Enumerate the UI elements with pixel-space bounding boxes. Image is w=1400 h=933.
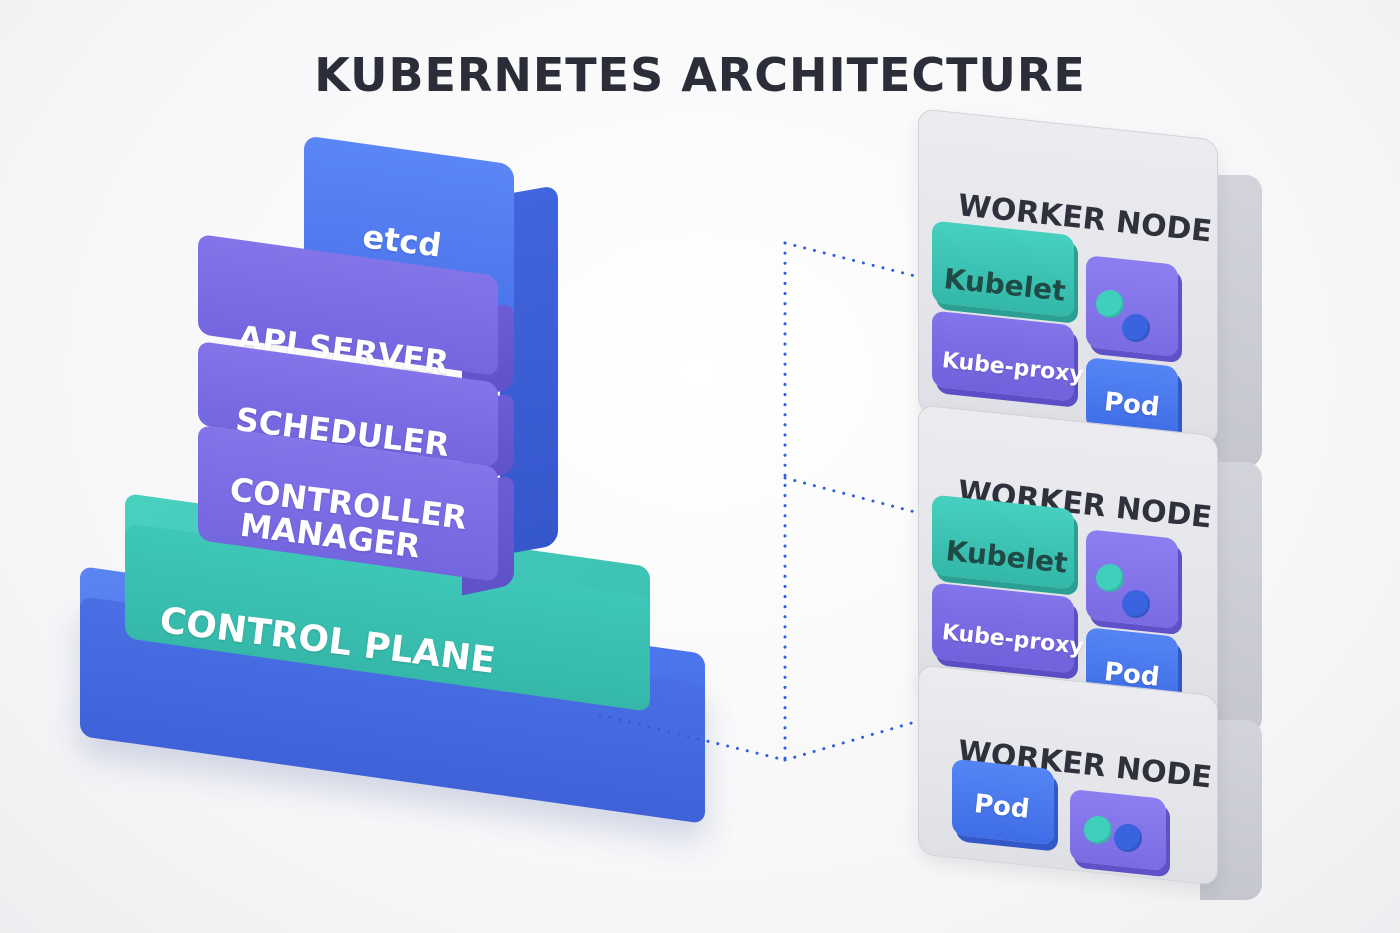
connector-control-plane (598, 713, 787, 762)
connector-node-1 (783, 241, 917, 278)
container-icon (1122, 314, 1150, 342)
container-icon (1096, 290, 1124, 318)
container-icon (1114, 824, 1142, 852)
diagram-title: KUBERNETES ARCHITECTURE (314, 48, 1086, 102)
pod-label: Pod (1102, 387, 1161, 423)
connector-node-2 (783, 476, 917, 514)
connector-node-3 (783, 720, 917, 762)
pod-label: Pod (972, 789, 1031, 825)
container-icon (1084, 816, 1112, 844)
container-icon (1122, 590, 1150, 618)
container-icon (1096, 564, 1124, 592)
